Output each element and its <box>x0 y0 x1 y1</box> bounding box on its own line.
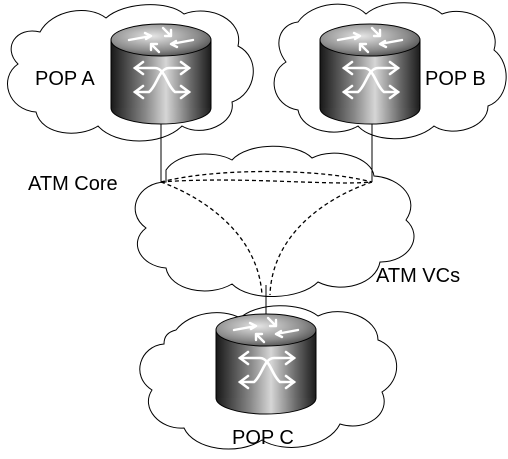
atm-core-cloud <box>134 145 415 298</box>
pop-c-label: POP C <box>232 427 294 449</box>
atm-vcs-paths <box>160 170 373 296</box>
pop-a-label: POP A <box>35 68 95 90</box>
atm-vcs-label: ATM VCs <box>376 265 460 287</box>
pop-c-router-icon <box>214 312 318 416</box>
pop-b-router-icon <box>318 22 422 126</box>
pop-b-label: POP B <box>425 68 486 90</box>
atm-core-label: ATM Core <box>28 173 118 195</box>
pop-a-router-icon <box>109 22 213 126</box>
